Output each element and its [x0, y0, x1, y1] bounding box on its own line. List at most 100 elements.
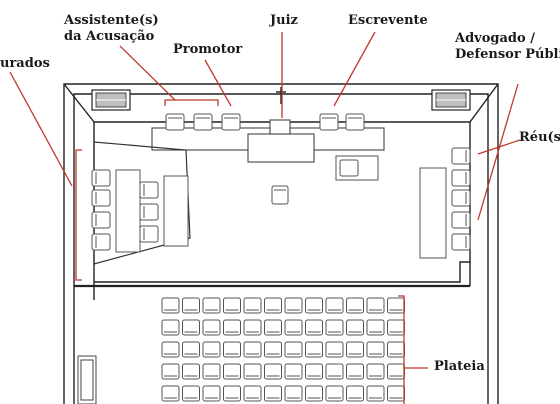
audience-seat [325, 341, 344, 358]
audience-seat [346, 341, 364, 358]
jury-chairs [91, 169, 159, 251]
audience-seat [243, 385, 262, 402]
audience-seat [264, 363, 282, 380]
bracket-plateia [398, 295, 405, 404]
audience-seat [243, 297, 262, 314]
defense-table [419, 167, 447, 259]
audience-seat [264, 319, 282, 336]
audience-seat [243, 363, 262, 380]
outer-wall [63, 83, 499, 404]
audience-seat [223, 319, 241, 336]
label-advogado-line1: Advogado / [455, 31, 535, 46]
audience-seat [284, 341, 303, 358]
audience-seat [284, 297, 303, 314]
audience-seat [366, 341, 385, 358]
audience-seat [284, 319, 303, 336]
callout-advogado [477, 83, 519, 221]
callout-reus [477, 139, 521, 155]
audience-seat [161, 363, 180, 380]
judge-bench [151, 119, 385, 163]
label-advogado-line2: Defensor Públic [455, 47, 560, 62]
audience-seat [202, 341, 221, 358]
label-jurados: urados [0, 56, 50, 71]
bracket-jurados [75, 149, 82, 281]
bench-chairs-right [319, 113, 365, 131]
audience-seat [325, 319, 344, 336]
audience-seat [387, 385, 405, 402]
audience-seat [387, 363, 405, 380]
audience-seat [366, 363, 385, 380]
audience-seat [182, 363, 200, 380]
juror-chair [91, 233, 111, 251]
audience-seat [387, 319, 405, 336]
chair-assistente-2 [193, 113, 213, 131]
bench-chairs-left [165, 113, 241, 131]
audience-seat [202, 385, 221, 402]
jury-tables [115, 169, 189, 253]
defense-chair [451, 211, 471, 229]
audience-seat [161, 341, 180, 358]
callouts [9, 31, 521, 404]
audience-seat [346, 385, 364, 402]
defense-chair [451, 233, 471, 251]
window-right [431, 89, 471, 111]
juror-chair [139, 225, 159, 243]
chair-escrevente-1 [319, 113, 339, 131]
audience-seat [366, 319, 385, 336]
audience-seat [305, 319, 323, 336]
callout-jurados [9, 71, 73, 187]
wall-corner [469, 83, 499, 123]
label-assistentes-line1: Assistente(s) [64, 13, 159, 28]
door [77, 355, 97, 404]
juror-chair [91, 189, 111, 207]
audience-seat [243, 319, 262, 336]
audience-seat [202, 297, 221, 314]
audience-seat [161, 319, 180, 336]
audience-seat [161, 385, 180, 402]
label-promotor: Promotor [173, 42, 243, 57]
wall-corner [63, 83, 95, 123]
audience-seat [223, 341, 241, 358]
defendant-chairs [451, 147, 471, 251]
audience-seat [243, 341, 262, 358]
label-juiz: Juiz [270, 13, 298, 28]
callout-escrevente [333, 31, 376, 107]
audience-seat [223, 297, 241, 314]
audience-seating [161, 297, 405, 402]
clerk-desk [335, 155, 379, 181]
audience-seat [284, 385, 303, 402]
audience-seat [346, 319, 364, 336]
audience-seat [346, 297, 364, 314]
audience-seat [202, 363, 221, 380]
juror-chair [139, 181, 159, 199]
callout-assistentes [119, 45, 176, 101]
audience-seat [305, 341, 323, 358]
audience-seat [284, 363, 303, 380]
chair-escrevente-2 [345, 113, 365, 131]
callout-promotor [204, 59, 232, 107]
audience-seat [264, 341, 282, 358]
audience-seat [223, 363, 241, 380]
window-left [91, 89, 131, 111]
chair-assistente-1 [165, 113, 185, 131]
audience-seat [325, 297, 344, 314]
audience-seat [346, 363, 364, 380]
bracket-assistentes [164, 99, 219, 106]
audience-seat [182, 385, 200, 402]
label-assistentes-line2: da Acusação [64, 29, 155, 44]
juror-chair [139, 203, 159, 221]
juror-chair [91, 211, 111, 229]
audience-seat [182, 341, 200, 358]
defense-chair [451, 189, 471, 207]
chair-promotor [221, 113, 241, 131]
audience-seat [182, 319, 200, 336]
audience-seat [325, 385, 344, 402]
juror-chair [91, 169, 111, 187]
audience-seat [305, 297, 323, 314]
label-escrevente: Escrevente [348, 13, 428, 28]
audience-seat [264, 297, 282, 314]
defense-chair [451, 169, 471, 187]
audience-seat [305, 385, 323, 402]
label-plateia: Plateia [434, 359, 485, 374]
